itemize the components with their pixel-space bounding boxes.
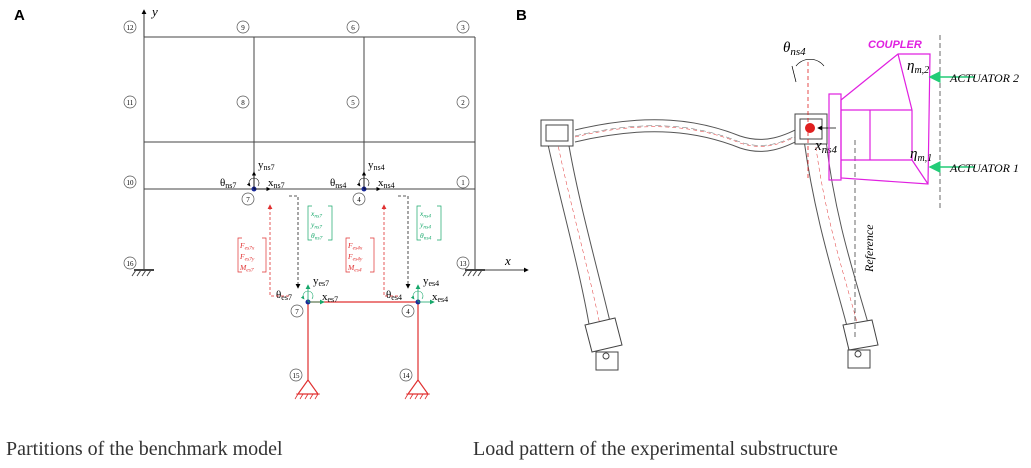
svg-text:9: 9 <box>241 24 245 32</box>
force-vector-4: Fes4x Fes4y Mes4 <box>345 237 375 274</box>
local-axes-ns7: yns7 xns7 θns7 <box>220 159 285 192</box>
svg-text:θes4: θes4 <box>386 289 402 302</box>
node-1: 1 <box>456 175 470 189</box>
svg-text:15: 15 <box>293 372 301 380</box>
node-2: 2 <box>456 95 470 109</box>
local-axes-es4: yes4 xes4 θes4 <box>386 275 448 305</box>
svg-text:yes4: yes4 <box>423 275 439 288</box>
local-axes-es7: yes7 xes7 θes7 <box>276 275 338 305</box>
svg-text:7: 7 <box>246 196 250 204</box>
x-axis-label: x <box>504 253 511 268</box>
force-vector-7: Fes7x Fes7y Mes7 <box>237 237 267 274</box>
svg-text:16: 16 <box>127 260 135 268</box>
node-8: 8 <box>236 95 250 109</box>
displacement-vector-7: xns7 yns7 θns7 <box>307 205 333 242</box>
node-10: 10 <box>123 175 137 189</box>
svg-text:7: 7 <box>295 308 299 316</box>
control-point <box>805 123 815 133</box>
svg-text:xns4: xns4 <box>419 209 431 220</box>
displacement-flow-7 <box>289 195 301 289</box>
svg-text:xns7: xns7 <box>310 209 322 220</box>
right-column <box>794 113 879 369</box>
node-4-ns: 4 <box>352 192 366 206</box>
svg-text:θns7: θns7 <box>220 177 236 190</box>
svg-text:xes4: xes4 <box>432 291 448 304</box>
node-3: 3 <box>456 20 470 34</box>
eta-m1: ηm,1 <box>910 146 932 164</box>
fixed-support-16 <box>131 269 154 277</box>
svg-text:θns4: θns4 <box>420 231 432 242</box>
svg-text:xns4: xns4 <box>378 177 395 190</box>
force-flow-4 <box>381 204 398 297</box>
svg-text:4: 4 <box>406 308 410 316</box>
panel-a: A y x <box>6 4 529 460</box>
node-12: 12 <box>123 20 137 34</box>
node-15: 15 <box>289 368 303 382</box>
reference-label: Reference <box>862 224 876 273</box>
svg-text:xes7: xes7 <box>322 291 338 304</box>
svg-text:13: 13 <box>460 260 468 268</box>
node-14: 14 <box>399 368 413 382</box>
svg-text:8: 8 <box>241 99 245 107</box>
svg-text:1: 1 <box>461 179 465 187</box>
svg-text:yns7: yns7 <box>258 159 275 172</box>
svg-text:10: 10 <box>127 179 135 187</box>
frame-structure <box>143 36 476 270</box>
panel-a-caption: Partitions of the benchmark model <box>6 438 283 460</box>
force-flow-7 <box>267 204 289 297</box>
coupler-label: COUPLER <box>868 39 922 51</box>
svg-text:Fes7y: Fes7y <box>239 252 255 263</box>
svg-text:Fes4y: Fes4y <box>347 252 363 263</box>
svg-text:yes7: yes7 <box>313 275 329 288</box>
panel-b: B <box>473 7 1019 460</box>
svg-text:yns7: yns7 <box>310 220 322 231</box>
svg-text:Mes7: Mes7 <box>239 263 254 274</box>
panel-b-caption: Load pattern of the experimental substru… <box>473 438 838 460</box>
experimental-substructure-frame <box>296 301 430 395</box>
node-13: 13 <box>456 256 470 270</box>
node-16: 16 <box>123 256 137 270</box>
theta-ns4-indicator: θns4 <box>783 40 825 83</box>
y-axis-label: y <box>150 4 158 19</box>
node-6: 6 <box>346 20 360 34</box>
svg-text:θns4: θns4 <box>330 177 346 190</box>
svg-text:θes7: θes7 <box>276 289 292 302</box>
svg-text:yns4: yns4 <box>419 220 431 231</box>
fixed-support-13 <box>462 269 485 277</box>
node-9: 9 <box>236 20 250 34</box>
svg-text:θns4: θns4 <box>783 40 806 58</box>
node-4-es: 4 <box>401 304 415 318</box>
left-column <box>540 119 623 371</box>
svg-text:12: 12 <box>127 24 135 32</box>
node-7-ns: 7 <box>241 192 255 206</box>
svg-text:Mes4: Mes4 <box>347 263 362 274</box>
node-5: 5 <box>346 95 360 109</box>
svg-text:xns7: xns7 <box>268 177 285 190</box>
displacement-flow-4 <box>398 195 411 289</box>
pin-hatch <box>294 393 430 400</box>
svg-text:4: 4 <box>357 196 361 204</box>
node-11: 11 <box>123 95 137 109</box>
eta-m2: ηm,2 <box>907 58 929 76</box>
panel-b-letter: B <box>516 7 527 24</box>
svg-text:Fes4x: Fes4x <box>347 241 363 252</box>
actuator-2-label: ACTUATOR 2 <box>949 71 1019 85</box>
svg-text:5: 5 <box>351 99 355 107</box>
specimen-beam <box>574 119 813 152</box>
svg-text:Fes7x: Fes7x <box>239 241 255 252</box>
svg-text:2: 2 <box>461 99 465 107</box>
svg-text:θns7: θns7 <box>311 231 323 242</box>
node-7-es: 7 <box>290 304 304 318</box>
actuator-1-label: ACTUATOR 1 <box>949 161 1019 175</box>
coupler <box>828 53 931 185</box>
svg-text:6: 6 <box>351 24 355 32</box>
svg-text:11: 11 <box>127 99 134 107</box>
svg-text:3: 3 <box>461 24 465 32</box>
local-axes-ns4: yns4 xns4 θns4 <box>330 159 395 192</box>
displacement-vector-4: xns4 yns4 θns4 <box>416 205 442 242</box>
svg-text:yns4: yns4 <box>368 159 385 172</box>
svg-text:14: 14 <box>403 372 411 380</box>
panel-a-letter: A <box>14 7 25 24</box>
